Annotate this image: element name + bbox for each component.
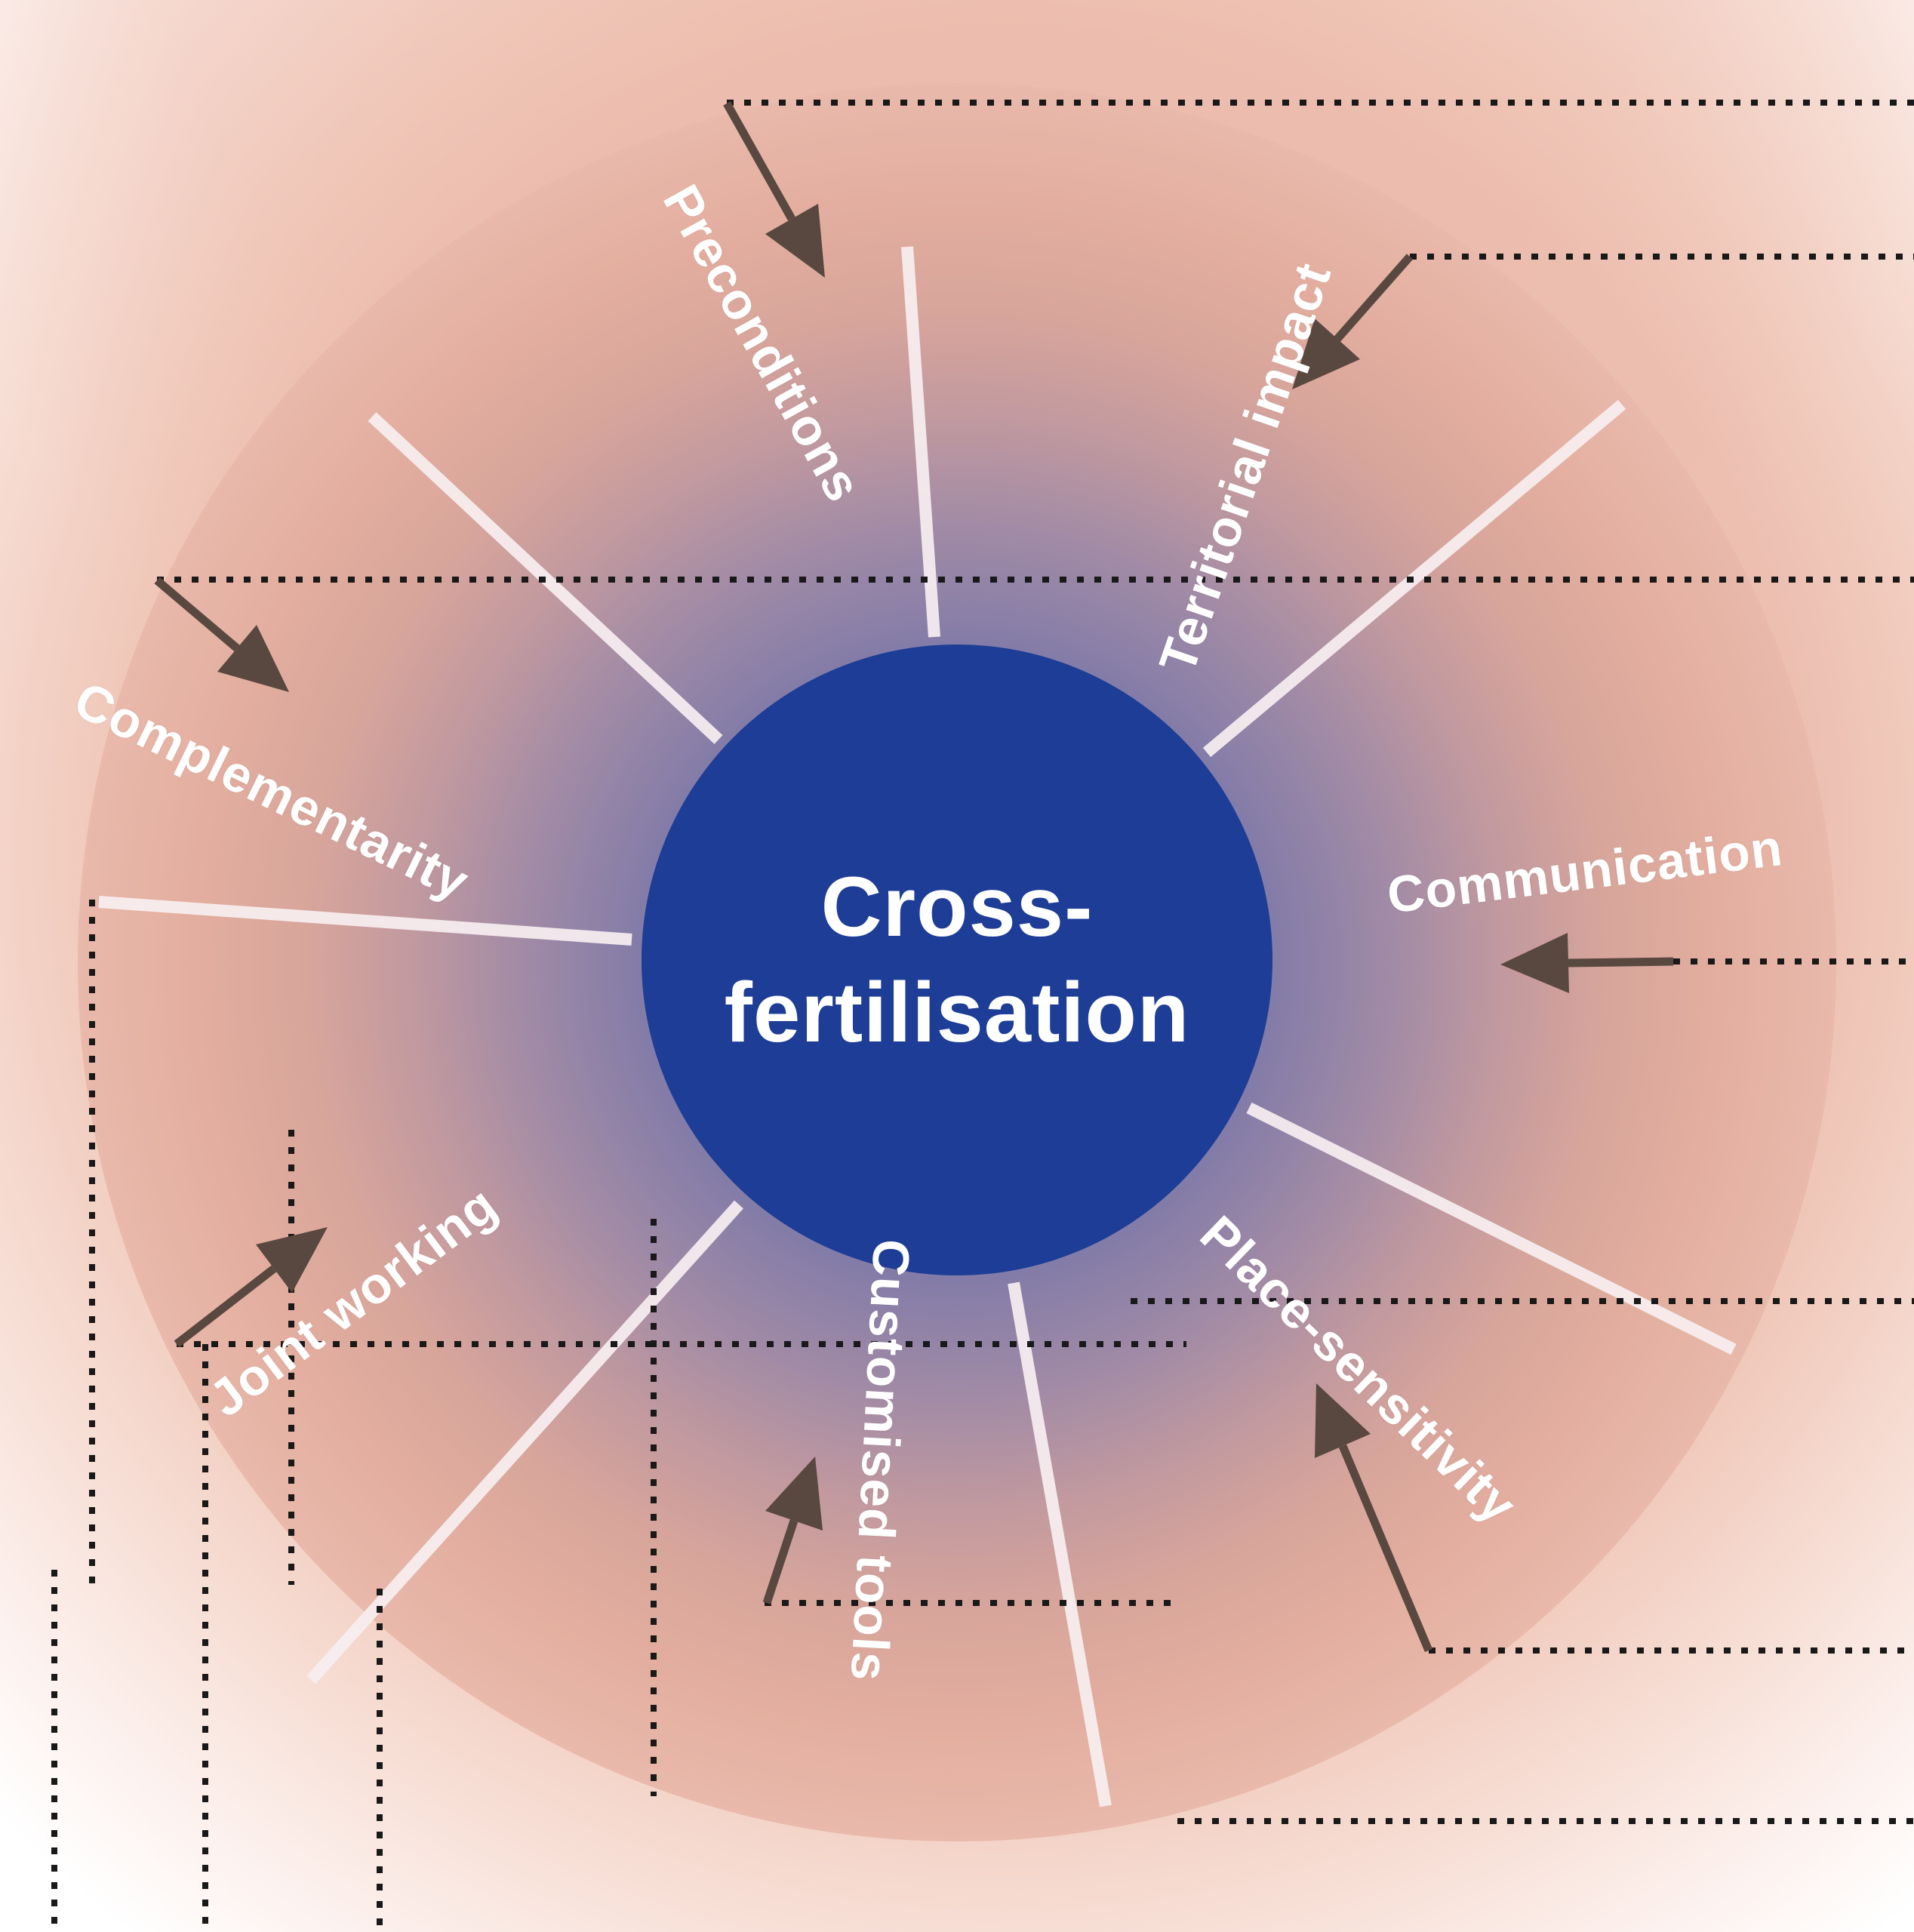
hub-title-line1: Cross- [820, 860, 1094, 954]
wedge-dividers [98, 246, 1737, 1807]
arrow-complementarity-shaft [154, 577, 240, 652]
spoke-bottom-left [306, 1200, 743, 1684]
spoke-bottom-right [1008, 1281, 1112, 1807]
arrow-communication-head [1500, 933, 1569, 993]
arrow-joint-working-head [256, 1227, 328, 1293]
arrow-customised-tools [762, 1457, 823, 1604]
spoke-lower-right [1246, 1102, 1737, 1355]
hub-title-line2: fertilisation [724, 965, 1190, 1060]
arrow-preconditions-head [765, 204, 825, 278]
arrow-complementarity [154, 577, 289, 692]
dotted-leader-lines [51, 100, 1914, 1932]
hub-circle [642, 645, 1272, 1275]
arrow-place-sensitivity [1315, 1383, 1433, 1653]
spoke-upper-right [1202, 399, 1626, 758]
hub-title: Cross- fertilisation [725, 854, 1190, 1066]
arrow-territorial-impact-head [1292, 318, 1360, 389]
arrow-place-sensitivity-head [1315, 1383, 1371, 1458]
arrow-complementarity-head [217, 625, 289, 692]
arrow-joint-working-shaft [174, 1265, 277, 1348]
arrow-communication [1500, 933, 1674, 993]
arrow-preconditions [723, 101, 825, 278]
arrow-customised-tools-head [765, 1457, 823, 1531]
arrow-territorial-impact-shaft [1334, 254, 1414, 342]
inward-arrows [154, 101, 1674, 1653]
arrow-customised-tools-shaft [762, 1519, 799, 1604]
arrow-territorial-impact [1292, 254, 1414, 389]
spoke-top [901, 246, 940, 638]
arrow-communication-shaft [1568, 957, 1674, 968]
arrow-place-sensitivity-shaft [1338, 1444, 1433, 1653]
spoke-left [98, 896, 632, 946]
arrow-joint-working [174, 1227, 328, 1348]
arrow-preconditions-shaft [723, 101, 795, 221]
